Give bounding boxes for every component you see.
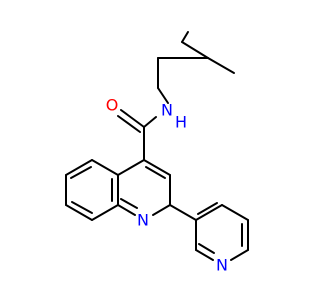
amide-nitrogen-label: N xyxy=(161,101,173,120)
bond xyxy=(117,159,145,176)
amide-hydrogen-label: H xyxy=(175,113,187,132)
bond xyxy=(221,204,249,221)
bond xyxy=(230,249,249,261)
bond xyxy=(143,116,157,128)
bond xyxy=(71,201,93,214)
bond xyxy=(91,204,119,221)
bond xyxy=(145,166,166,179)
bond xyxy=(181,31,189,43)
bond xyxy=(120,109,145,128)
bond xyxy=(117,204,136,216)
bond xyxy=(157,87,169,104)
bond xyxy=(65,204,93,221)
bond xyxy=(117,115,141,133)
bond xyxy=(91,159,119,176)
bond xyxy=(169,204,197,221)
bond xyxy=(143,159,171,176)
bond xyxy=(152,204,171,216)
bond-layer xyxy=(65,31,249,261)
bond xyxy=(195,249,214,261)
bond xyxy=(120,198,138,209)
bond xyxy=(195,204,223,221)
bond xyxy=(207,57,235,74)
structure-canvas: O N H N N xyxy=(65,31,249,275)
oxygen-label: O xyxy=(106,96,119,115)
bond xyxy=(65,159,93,176)
pyridine-nitrogen-label: N xyxy=(216,256,228,275)
bond xyxy=(70,166,92,179)
bond xyxy=(181,41,209,59)
bond xyxy=(198,243,215,254)
bond xyxy=(197,202,218,215)
atom-label-layer: O N H N N xyxy=(106,96,228,275)
molecule-diagram: O N H N N xyxy=(65,31,249,275)
quinoline-nitrogen-label: N xyxy=(137,211,149,230)
